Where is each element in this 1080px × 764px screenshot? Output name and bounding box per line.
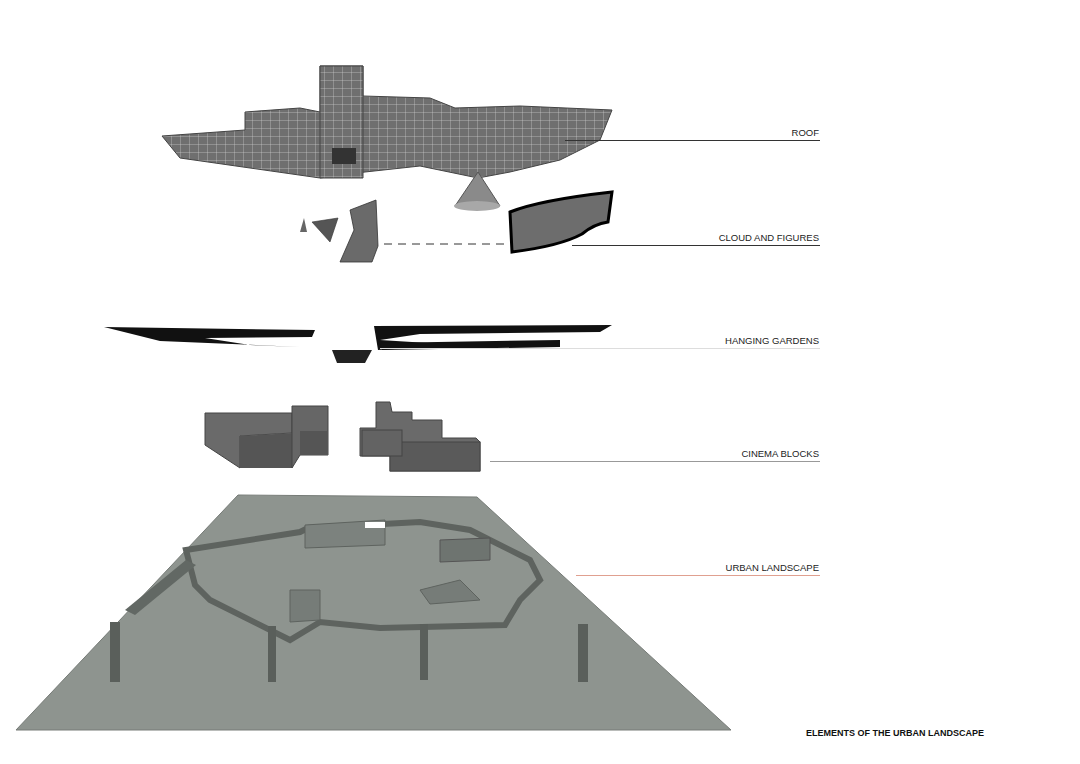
layer-label: ROOF bbox=[792, 128, 819, 138]
layer-label: URBAN LANDSCAPE bbox=[726, 563, 819, 573]
leader-lines bbox=[380, 141, 820, 576]
layer-label: CLOUD AND FIGURES bbox=[719, 233, 819, 243]
layer-label: HANGING GARDENS bbox=[725, 336, 819, 346]
layer-label: CINEMA BLOCKS bbox=[741, 449, 819, 459]
caption: ELEMENTS OF THE URBAN LANDSCAPE bbox=[806, 729, 984, 738]
urban-landscape bbox=[16, 495, 731, 730]
cinema-blocks bbox=[205, 402, 480, 471]
cloud-figures bbox=[300, 192, 612, 262]
hanging-gardens bbox=[104, 325, 612, 363]
roof bbox=[162, 66, 612, 211]
